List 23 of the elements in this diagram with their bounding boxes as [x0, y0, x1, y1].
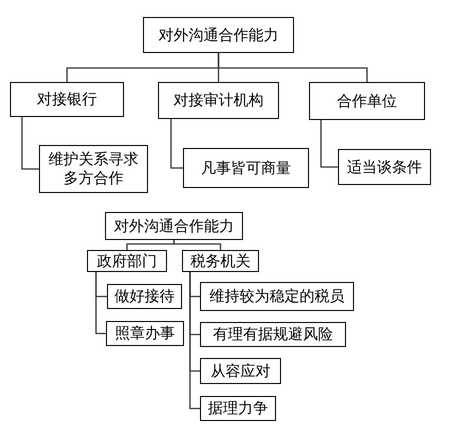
topic-box: 对外沟通合作能力 [143, 17, 294, 53]
topic-box: 从容应对 [200, 358, 281, 384]
topic-box: 税务机关 [182, 250, 259, 272]
topic-box: 维持较为稳定的税员 [200, 282, 354, 311]
topic-box: 维护关系寻求多方合作 [39, 145, 148, 193]
topic-box: 照章办事 [106, 321, 184, 346]
topic-box: 政府部门 [87, 250, 167, 272]
connector-line [218, 53, 368, 82]
topic-box: 适当谈条件 [338, 149, 431, 185]
topic-box: 做好接待 [107, 284, 182, 309]
topic-box: 据理力争 [200, 396, 276, 421]
connector-line [95, 272, 106, 334]
topic-box: 有理有据规避风险 [200, 322, 346, 347]
connector-line [189, 272, 200, 410]
topic-box: 对接银行 [10, 82, 124, 117]
topic-box: 对外沟通合作能力 [105, 212, 243, 240]
connector-line [21, 117, 39, 170]
topic-box: 凡事皆可商量 [183, 148, 309, 188]
topic-box: 对接审计机构 [158, 82, 279, 119]
topic-box: 合作单位 [309, 82, 425, 120]
connector-line [320, 120, 338, 168]
connector-line [173, 240, 222, 250]
connector-line [170, 119, 183, 169]
